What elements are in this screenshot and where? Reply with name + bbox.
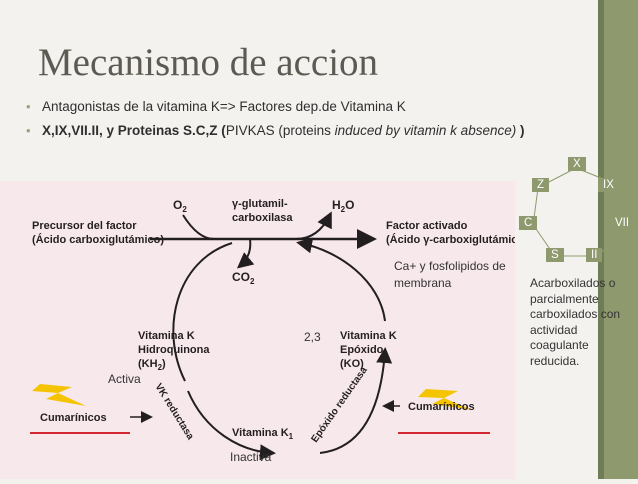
activa-annotation: Activa (108, 372, 141, 386)
bullet-italic-text: induced by vitamin k absence) (334, 123, 517, 138)
bullet-item: • Antagonistas de la vitamina K=> Factore… (24, 98, 584, 116)
vk-reductase-label: VK reductasa (152, 382, 195, 442)
bullet-text: PIVKAS (proteins (225, 123, 335, 138)
factor-ii-badge: II (586, 248, 603, 262)
precursor-label-1: Precursor del factor (32, 220, 137, 232)
decorative-stripe-inner (598, 0, 604, 479)
factor-x-badge: X (568, 157, 586, 171)
cycle-arc-right-bottom (319, 347, 393, 454)
cycle-arc-left-top (172, 242, 233, 382)
lightning-bolt-left-icon (32, 384, 86, 406)
coumarin-label-right: Cumarínicos (408, 401, 475, 413)
lightning-bolt-right-icon (418, 389, 472, 410)
co2-label: CO2 (232, 270, 255, 286)
vk-hydroquinone-label-3: (KH2) (138, 358, 166, 372)
activated-label-2: (Ácido γ-carboxiglutámico) (386, 233, 515, 246)
co2-curve (236, 238, 255, 269)
factor-vii-badge: VII (610, 216, 635, 230)
vk1-label: Vitamina K1 (232, 427, 294, 441)
vk-epoxide-label-2: Epóxido (340, 344, 384, 356)
vk-epoxide-label-3: (KO) (340, 358, 364, 370)
h2o-out-curve (295, 211, 332, 240)
bullet-item: • X,IX,VII.II, y Proteinas S.C,Z (PIVKAS … (24, 122, 584, 140)
bullet-bold-text: ) (516, 123, 525, 138)
cycle-arc-left-bottom (187, 390, 276, 461)
factor-z-badge: Z (532, 178, 550, 192)
enzyme-label-1: γ-glutamil- (232, 198, 288, 210)
epoxide-reductase-label: Epóxido reductasa (309, 365, 370, 445)
bullet-icon: • (26, 99, 31, 114)
inactiva-annotation: Inactiva (230, 450, 272, 464)
cycle-arc-right-top (296, 237, 386, 322)
bullet-bold-text: X,IX,VII.II, y Proteinas S.C,Z ( (42, 123, 226, 138)
number-annotation: 2,3 (304, 330, 321, 344)
factor-s-badge: S (546, 248, 564, 262)
slide-title: Mecanismo de accion (38, 41, 379, 84)
factor-c-badge: C (519, 216, 538, 230)
cycle-svg: O2 γ-glutamil- carboxilasa H2O Precursor… (30, 198, 528, 461)
o2-label: O2 (173, 198, 187, 214)
factor-ix-badge: IX (598, 178, 619, 192)
bullet-list: • Antagonistas de la vitamina K=> Factore… (24, 98, 584, 146)
vk-hydroquinone-label-1: Vitamina K (138, 330, 195, 342)
vk-epoxide-label-1: Vitamina K (340, 330, 397, 342)
h2o-label: H2O (332, 198, 354, 214)
decorative-stripe (604, 0, 638, 479)
precursor-label-2: (Ácido carboxiglutámico) (32, 233, 164, 246)
acarboxylated-annotation: Acarboxilados o parcialmente carboxilado… (530, 276, 621, 368)
activated-label-1: Factor activado (386, 220, 468, 232)
calcium-annotation: Ca+ y fosfolipidos de membrana (394, 259, 506, 290)
o2-in-curve (182, 214, 215, 240)
bullet-text: Antagonistas de la vitamina K=> Factores… (42, 99, 406, 114)
vitamin-k-cycle-diagram: O2 γ-glutamil- carboxilasa H2O Precursor… (0, 181, 528, 479)
enzyme-label-2: carboxilasa (232, 212, 293, 224)
vk-hydroquinone-label-2: Hidroquinona (138, 344, 210, 356)
coumarin-label-left: Cumarínicos (40, 412, 107, 424)
bullet-icon: • (26, 123, 31, 138)
